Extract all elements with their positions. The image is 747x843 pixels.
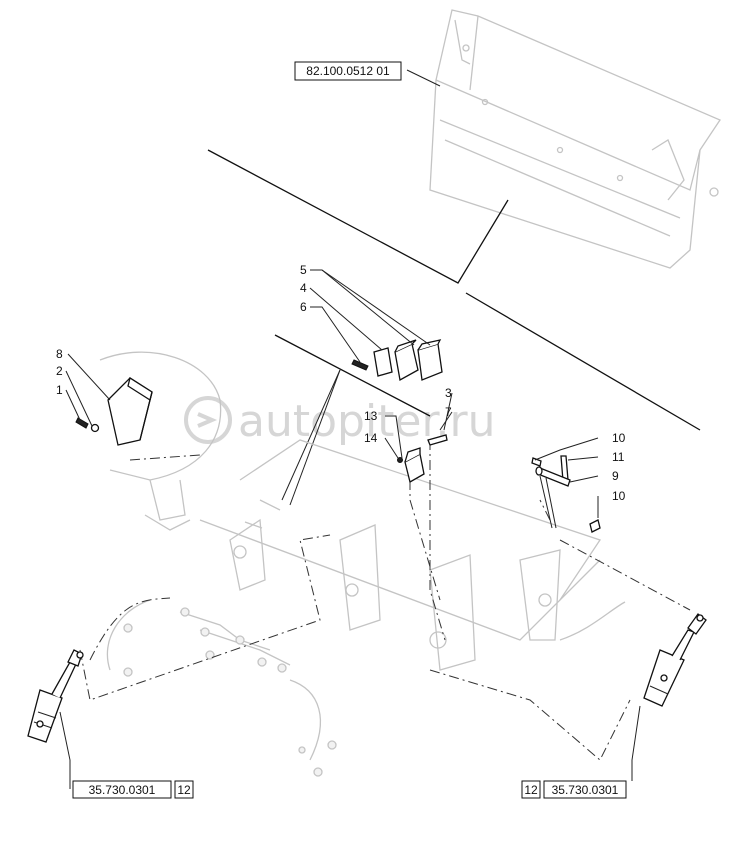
- callout-numbers: 5 4 6 8 2 1 3 7 13 14 10 11 9 10: [56, 263, 626, 503]
- assembly-lines: [79, 440, 691, 761]
- leader-lines: [59, 69, 641, 789]
- callout-13: 13: [364, 409, 378, 423]
- callout-6: 6: [300, 300, 307, 314]
- callout-5: 5: [300, 263, 307, 277]
- callout-4: 4: [300, 281, 307, 295]
- reference-page-bottom-right: 12: [524, 783, 538, 797]
- part-13-plate: [404, 447, 425, 483]
- reference-page-bottom-left: 12: [177, 783, 191, 797]
- reference-code-top: 82.100.0512 01: [306, 64, 390, 78]
- break-line-middle: [274, 334, 431, 506]
- part-8-wear-pad: [107, 376, 153, 446]
- part-2-washer: [90, 423, 100, 433]
- callout-11: 11: [612, 450, 625, 464]
- callout-7: 7: [445, 405, 452, 419]
- hydraulic-cylinder-left: [27, 649, 84, 743]
- callout-9: 9: [612, 469, 619, 483]
- break-line-top: [207, 149, 701, 431]
- reference-bottom-right[interactable]: 12 35.730.0301: [521, 780, 627, 799]
- reference-top[interactable]: 82.100.0512 01: [294, 61, 402, 81]
- autopiter-logo-icon: [184, 396, 232, 444]
- part-10-clip-upper: [531, 457, 542, 467]
- watermark-text: autopiter.ru: [238, 396, 496, 447]
- part-3-pin: [427, 434, 448, 446]
- part-6-bolt: [351, 359, 369, 371]
- part-1-bolt: [75, 417, 89, 429]
- hydraulic-cylinder-right: [643, 613, 707, 707]
- callout-14: 14: [364, 431, 378, 445]
- callout-2: 2: [56, 364, 63, 378]
- loader-frame-drawing: [99, 351, 626, 777]
- bucket-drawing: [429, 9, 721, 269]
- watermark: autopiter.ru: [184, 396, 496, 447]
- callout-8: 8: [56, 347, 63, 361]
- callout-10-lower: 10: [612, 489, 626, 503]
- part-5-pad-pair: [394, 339, 443, 382]
- part-9-sleeve: [535, 466, 571, 487]
- reference-bottom-left[interactable]: 35.730.0301 12: [72, 780, 194, 799]
- reference-code-bottom-right: 35.730.0301: [552, 783, 619, 797]
- part-4-pad: [373, 347, 393, 377]
- reference-code-bottom-left: 35.730.0301: [89, 783, 156, 797]
- part-10-clip-lower: [589, 519, 601, 533]
- callout-10-upper: 10: [612, 431, 626, 445]
- callout-3: 3: [445, 386, 452, 400]
- part-14-bolt: [397, 457, 403, 463]
- callout-1: 1: [56, 383, 63, 397]
